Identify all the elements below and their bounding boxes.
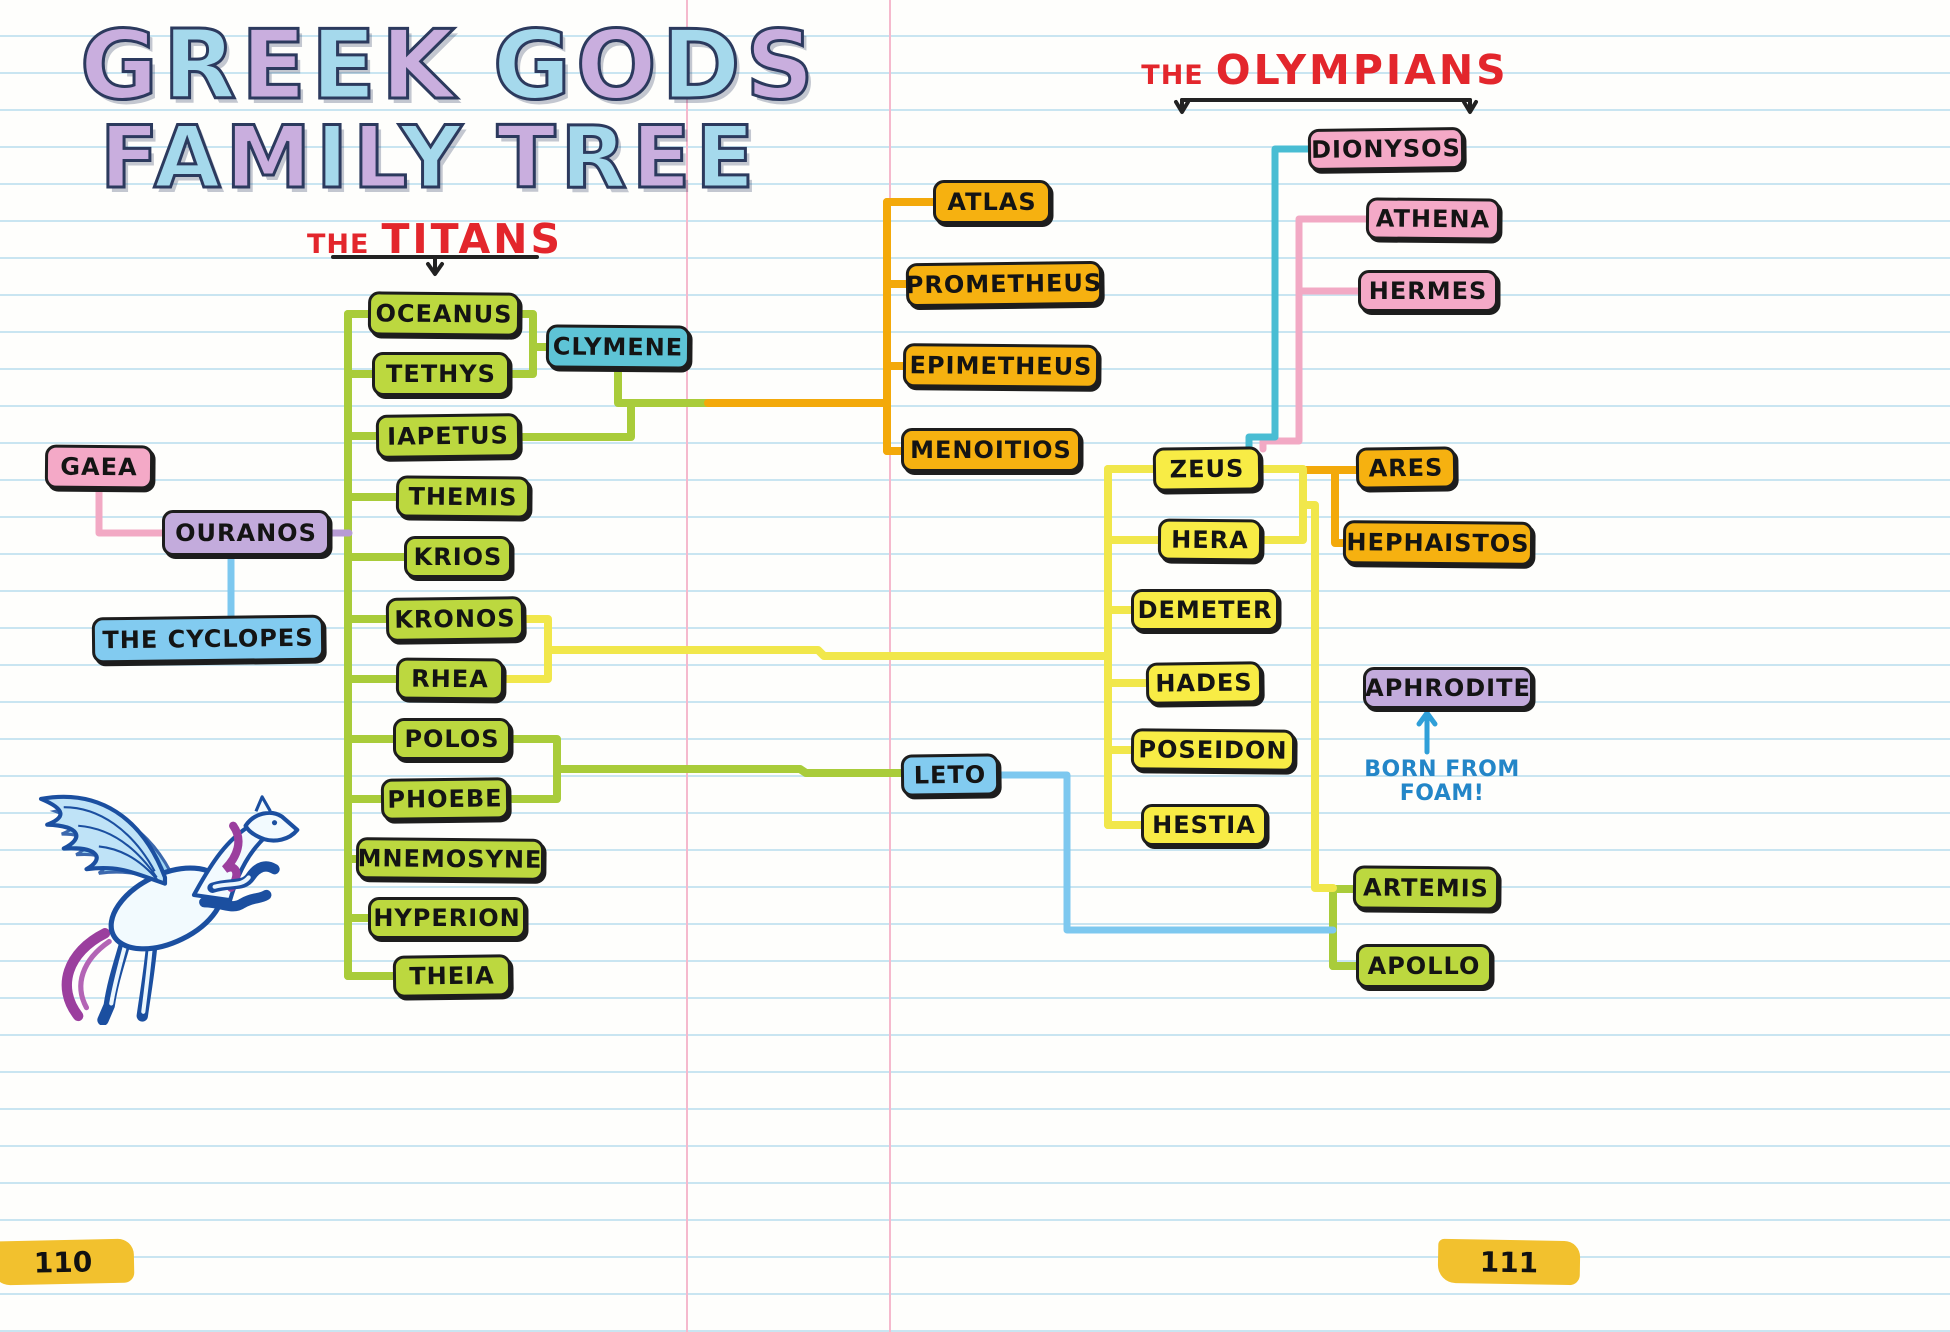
titans-header-name: TITANS [381,215,564,263]
node-kronos: KRONOS [385,596,525,642]
node-leto: LETO [900,753,1000,797]
node-hades: HADES [1145,661,1263,705]
node-ares: ARES [1355,446,1457,490]
node-iapetus: IAPETUS [375,413,521,459]
page-title: GREEK GODS FAMILY TREE [79,11,819,208]
node-hermes: HERMES [1358,270,1498,312]
page-number-right-value: 111 [1479,1244,1539,1280]
node-prometheus: PROMETHEUS [906,260,1102,308]
node-themis: THEMIS [395,475,531,519]
aphrodite-annotation-line2: FOAM! [1399,781,1485,807]
olympians-header-the: THE [1141,60,1204,91]
node-hephaistos: HEPHAISTOS [1342,520,1534,566]
node-apollo: APOLLO [1356,944,1492,988]
node-artemis: ARTEMIS [1352,865,1500,911]
page-number-right: 111 [1437,1238,1581,1286]
olympians-header-name: OLYMPIANS [1215,46,1509,94]
node-rhea: RHEA [395,657,505,701]
pegasus-illustration [38,794,300,1025]
node-menoitios: MENOITIOS [901,428,1081,472]
node-hera: HERA [1157,518,1263,562]
margin-line-left [686,0,688,1332]
page-number-left-value: 110 [33,1244,93,1280]
node-gaea: GAEA [44,444,154,490]
node-cyclopes: THE CYCLOPES [91,614,325,664]
node-tethys: TETHYS [372,352,510,396]
node-poseidon: POSEIDON [1130,728,1296,772]
titans-header-the: THE [306,229,370,260]
node-dionysos: DIONYSOS [1307,127,1465,171]
titans-header: THE TITANS [300,215,570,263]
aphrodite-annotation-line1: BORN FROM [1364,757,1520,782]
aphrodite-annotation: BORN FROM FOAM! [1352,757,1532,807]
node-krios: KRIOS [404,536,512,578]
node-ouranos: OURANOS [162,510,330,556]
node-demeter: DEMETER [1131,589,1279,631]
title-line-1: GREEK GODS [79,11,819,121]
olympians-header: THE OLYMPIANS [1141,46,1505,94]
node-clymene: CLYMENE [545,324,691,370]
node-mnemosyne: MNEMOSYNE [355,837,545,881]
node-athena: ATHENA [1365,197,1501,241]
node-hestia: HESTIA [1141,804,1267,846]
title-line-2: FAMILY TREE [99,107,760,208]
node-polos: POLOS [393,718,511,760]
node-atlas: ATLAS [933,180,1051,224]
node-epimetheus: EPIMETHEUS [902,343,1100,389]
node-zeus: ZEUS [1152,446,1262,492]
node-aphrodite: APHRODITE [1363,667,1533,709]
page-number-left: 110 [0,1238,135,1286]
margin-line-right [889,0,891,1332]
node-oceanus: OCEANUS [367,291,521,337]
node-theia: THEIA [392,954,512,998]
node-hyperion: HYPERION [368,897,526,939]
node-phoebe: PHOEBE [380,777,510,821]
